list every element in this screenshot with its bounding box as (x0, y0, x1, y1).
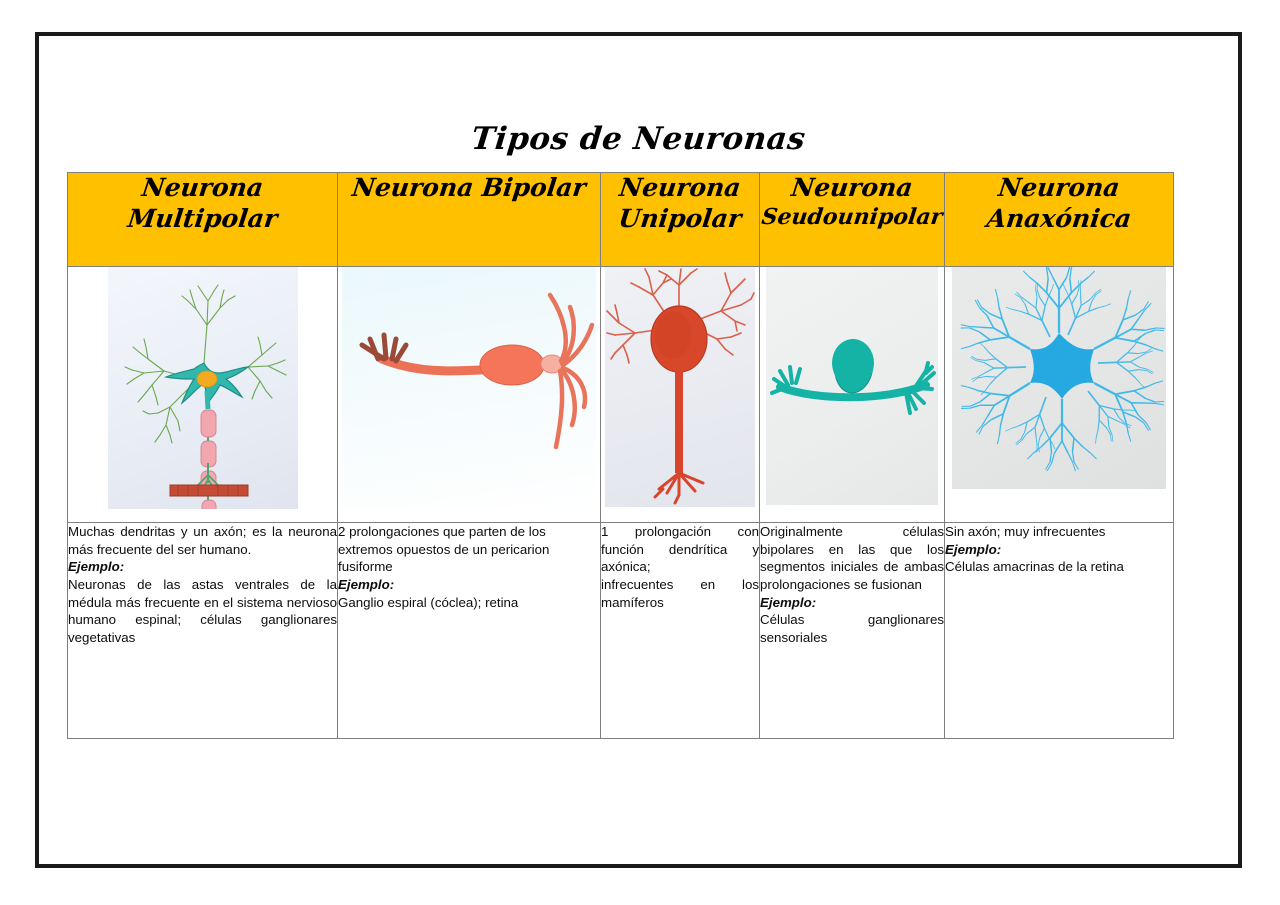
description-cell-anaxonica: Sin axón; muy infrecuentes Ejemplo: Célu… (944, 522, 1174, 739)
neuron-types-table: Neurona Multipolar Neurona Bipolar Neuro… (67, 172, 1174, 739)
description-text: 2 prolongaciones que parten de los extre… (338, 524, 550, 575)
example-label: Ejemplo: (68, 559, 125, 575)
description-cell-seudounipolar: Originalmente células bipolares en las q… (759, 522, 945, 739)
image-cell-anaxonica (944, 266, 1174, 523)
neuron-anaxonica-image (952, 267, 1166, 489)
header-line-2: Multipolar (126, 203, 280, 233)
neuron-bipolar-image (342, 267, 596, 507)
example-label: Ejemplo: (760, 594, 817, 610)
page-title: Tipos de Neuronas (469, 121, 808, 157)
header-line-2: Seudounipolar (760, 203, 944, 230)
description-cell-multipolar: Muchas dendritas y un axón; es la neuron… (67, 522, 338, 739)
header-line-1: Neurona (617, 173, 743, 202)
column-header-anaxonica: Neurona Anaxónica (944, 172, 1174, 267)
column-header-bipolar: Neurona Bipolar (337, 172, 601, 267)
description-text: 1 prolongación con función dendrítica y … (601, 524, 759, 575)
header-line-2: Anaxónica (985, 203, 1134, 233)
description-cell-bipolar: 2 prolongaciones que parten de los extre… (337, 522, 601, 739)
header-line-2: Unipolar (617, 203, 744, 233)
example-label: Ejemplo: (338, 577, 395, 593)
example-text: Células ganglionares sensoriales (760, 612, 944, 646)
description-text: Sin axón; muy infrecuentes (945, 524, 1106, 539)
description-text-2: infrecuentes en los mamíferos (601, 577, 759, 610)
table-text-row: Muchas dendritas y un axón; es la neuron… (67, 522, 1174, 739)
column-header-unipolar: Neurona Unipolar (600, 172, 760, 267)
image-cell-unipolar (600, 266, 760, 523)
table-header-row: Neurona Multipolar Neurona Bipolar Neuro… (67, 172, 1174, 267)
description-cell-unipolar: 1 prolongación con función dendrítica y … (600, 522, 760, 739)
image-cell-multipolar (67, 266, 338, 523)
description-text: Originalmente células bipolares en las q… (760, 524, 944, 593)
example-label: Ejemplo: (945, 541, 1002, 557)
header-line-1: Neurona (789, 173, 915, 202)
image-cell-bipolar (337, 266, 601, 523)
column-header-seudounipolar: Neurona Seudounipolar (759, 172, 945, 267)
example-text: Células amacrinas de la retina (945, 559, 1124, 575)
neuron-multipolar-image (107, 267, 298, 509)
neuron-seudounipolar-image (766, 267, 938, 505)
page-border-frame: Tipos de Neuronas Neurona Multipolar Neu… (35, 32, 1242, 868)
example-text: Ganglio espiral (cóclea); retina (338, 594, 519, 610)
example-text: Neuronas de las astas ventrales de la mé… (68, 577, 337, 646)
table-image-row (67, 266, 1174, 523)
image-cell-seudounipolar (759, 266, 945, 523)
column-header-multipolar: Neurona Multipolar (67, 172, 338, 267)
neuron-unipolar-image (605, 267, 755, 507)
header-line-1: Neurona Bipolar (350, 173, 588, 202)
header-line-1: Neurona (140, 173, 265, 202)
description-text: Muchas dendritas y un axón; es la neuron… (68, 524, 337, 557)
header-line-1: Neurona (996, 173, 1122, 202)
